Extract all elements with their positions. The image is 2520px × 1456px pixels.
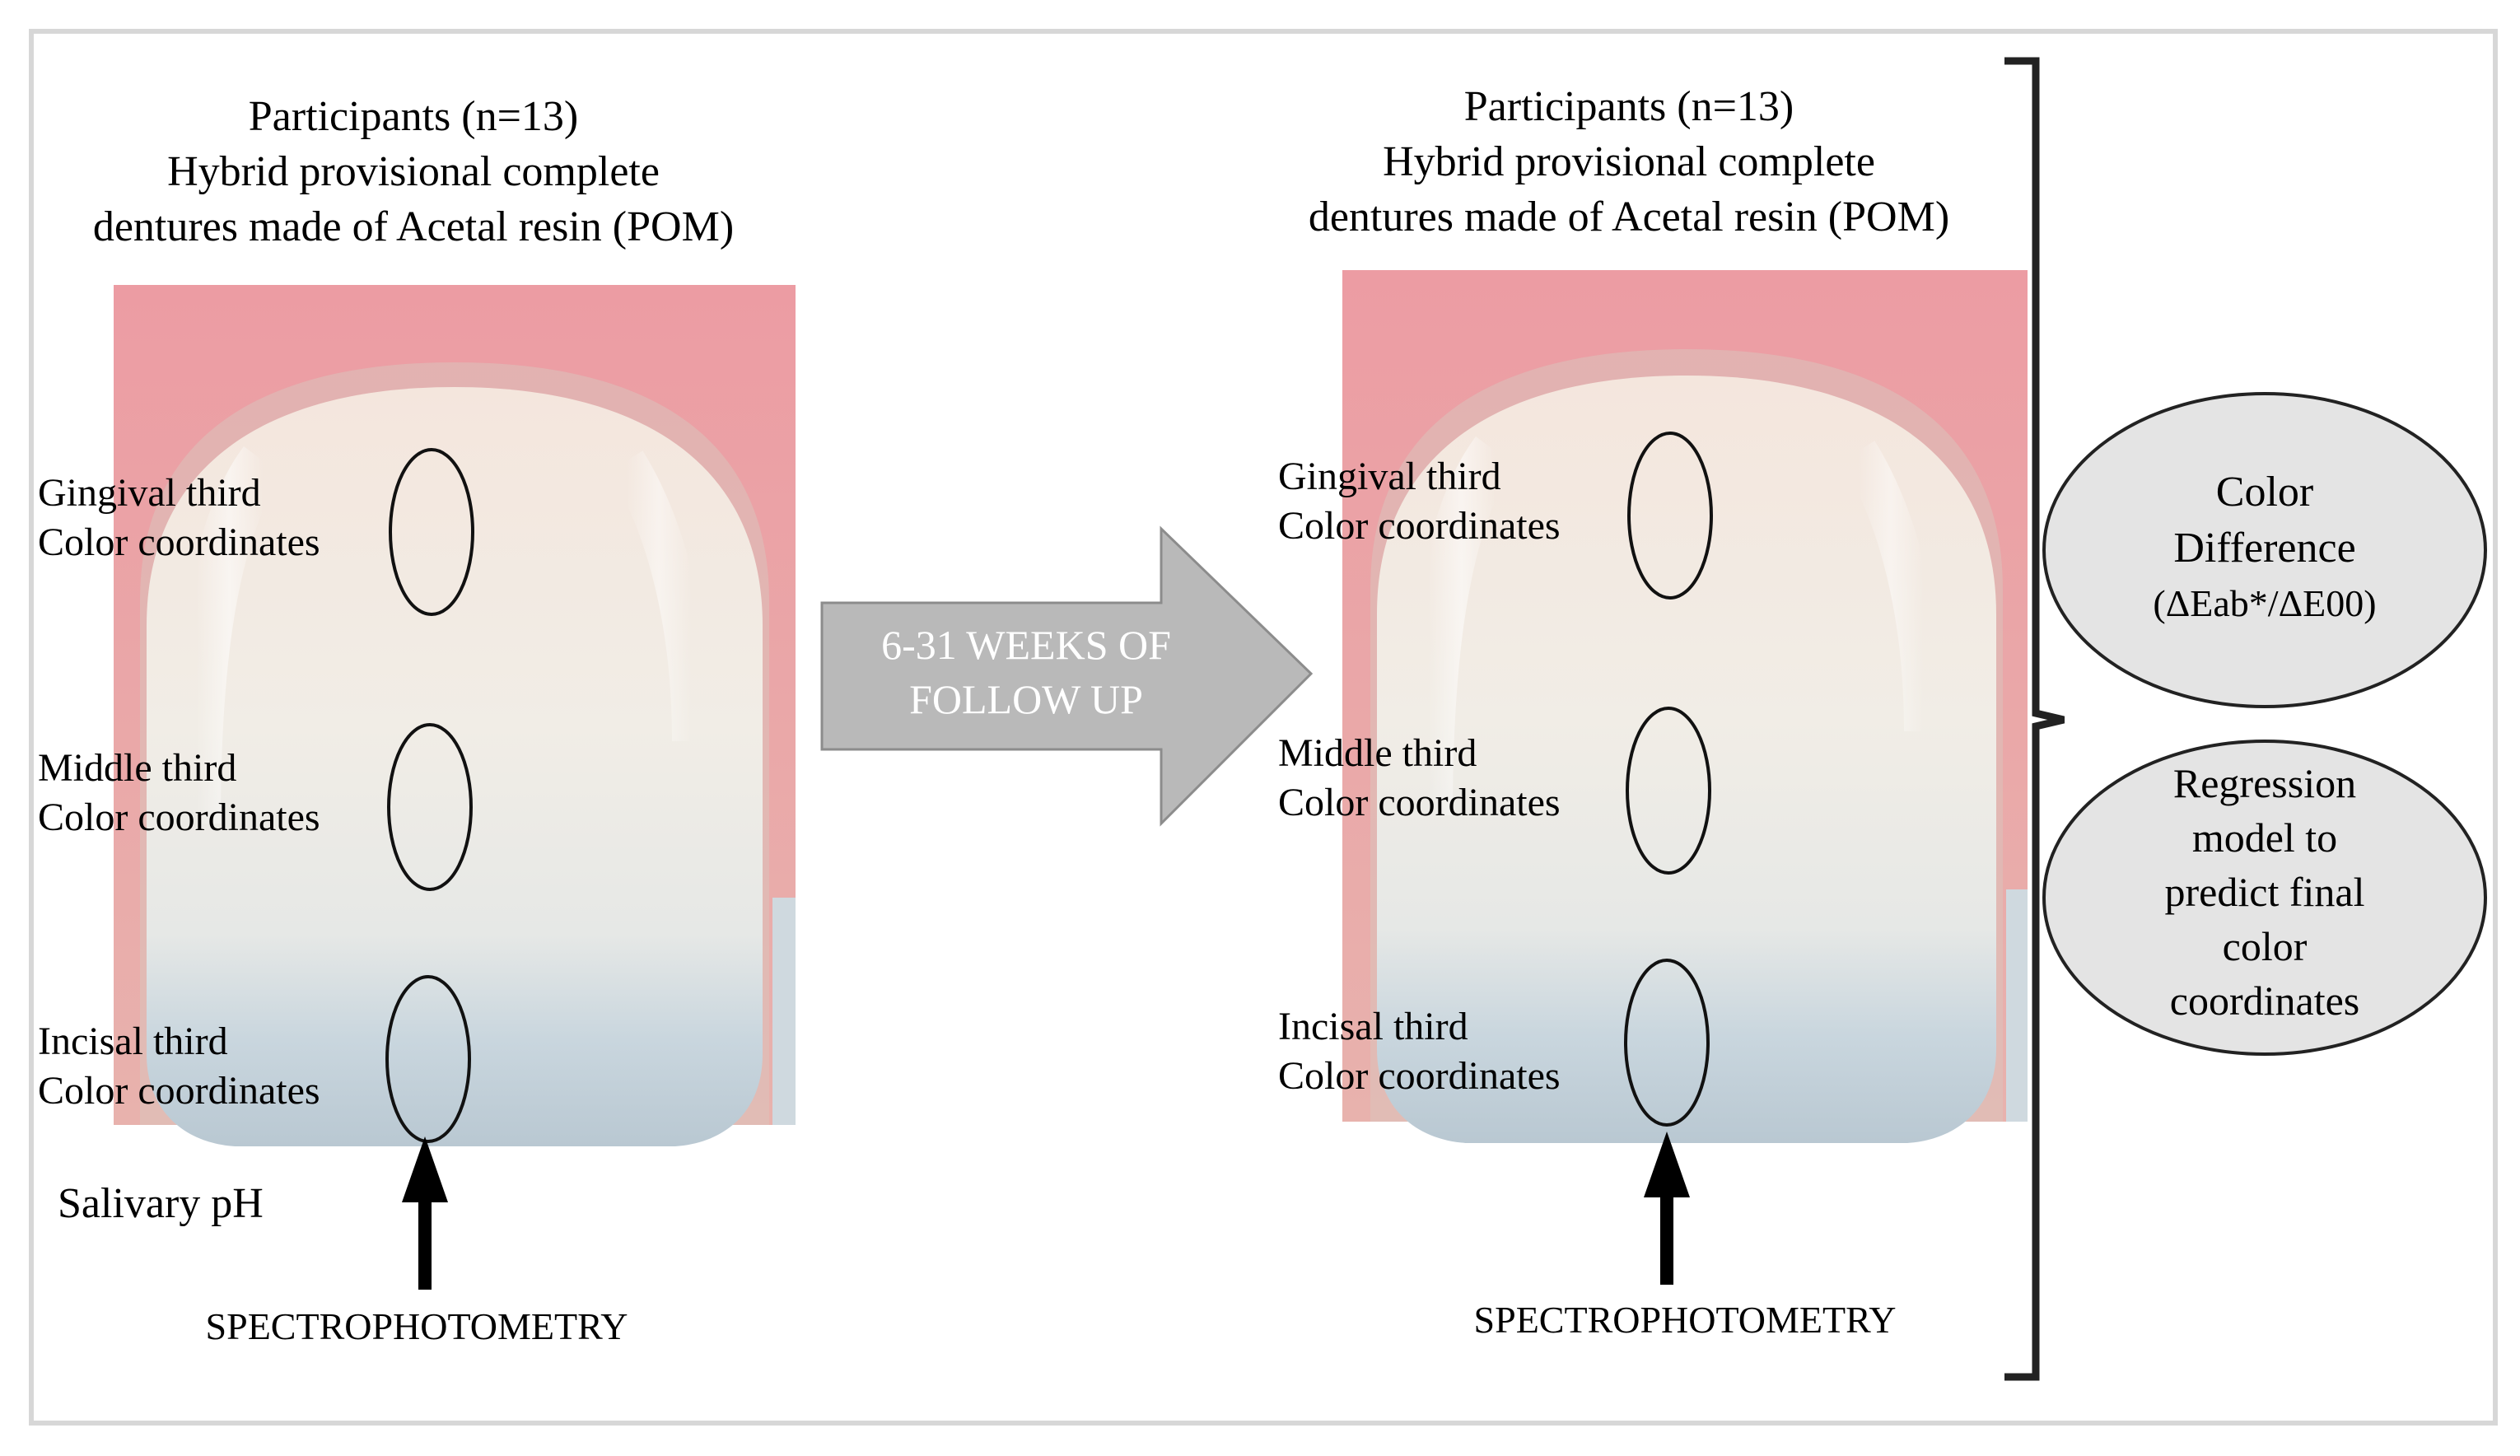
color-difference-outcome: Color Difference (ΔEab*/ΔE00)	[2042, 392, 2487, 708]
regression-line-4: color	[2223, 923, 2308, 969]
baseline-header-line-2: Hybrid provisional complete	[167, 148, 660, 195]
baseline-gingival-label: Gingival third	[38, 471, 261, 515]
followup-incisal-ellipse	[1624, 959, 1710, 1127]
followup-header-line-1: Participants (n=13)	[1464, 83, 1794, 130]
follow-up-line-1: 6-31 WEEKS OF	[881, 622, 1171, 668]
regression-model-outcome: Regression model to predict final color …	[2042, 740, 2487, 1056]
followup-incisal-sub: Color coordinates	[1278, 1054, 1561, 1098]
baseline-header-line-3: dentures made of Acetal resin (POM)	[93, 203, 734, 250]
baseline-middle-ellipse	[387, 723, 473, 891]
color-difference-line-1: Color	[2216, 469, 2313, 516]
baseline-incisal-sub: Color coordinates	[38, 1069, 320, 1113]
followup-middle-label: Middle third	[1278, 731, 1477, 775]
baseline-tooth-photo	[114, 285, 796, 1146]
followup-gingival-sub: Color coordinates	[1278, 504, 1561, 548]
salivary-ph-label: Salivary pH	[58, 1180, 264, 1227]
baseline-incisal-label: Incisal third	[38, 1020, 228, 1063]
baseline-up-arrow-head	[402, 1136, 448, 1202]
follow-up-line-2: FOLLOW UP	[909, 676, 1143, 722]
followup-header-line-2: Hybrid provisional complete	[1383, 138, 1875, 185]
regression-line-1: Regression	[2173, 760, 2356, 806]
followup-middle-sub: Color coordinates	[1278, 781, 1561, 824]
followup-gingival-ellipse	[1627, 432, 1713, 600]
baseline-gingival-sub: Color coordinates	[38, 520, 320, 564]
regression-line-3: predict final	[2165, 869, 2365, 915]
color-difference-line-2: Difference	[2173, 525, 2355, 572]
followup-up-arrow-head	[1644, 1132, 1690, 1197]
baseline-header-line-1: Participants (n=13)	[249, 93, 578, 140]
figure-frame	[29, 29, 2498, 1426]
followup-gingival-label: Gingival third	[1278, 455, 1501, 498]
right-bracket	[2004, 57, 2065, 1381]
baseline-method-label: SPECTROPHOTOMETRY	[206, 1305, 628, 1347]
baseline-middle-label: Middle third	[38, 746, 236, 790]
followup-tooth-photo	[1342, 270, 2028, 1143]
baseline-panel: Participants (n=13) Hybrid provisional c…	[38, 93, 796, 1347]
baseline-gingival-ellipse	[389, 448, 474, 616]
followup-method-label: SPECTROPHOTOMETRY	[1474, 1299, 1897, 1341]
color-difference-line-3: (ΔEab*/ΔE00)	[2153, 582, 2376, 624]
regression-line-2: model to	[2192, 814, 2337, 861]
baseline-incisal-ellipse	[385, 975, 471, 1143]
followup-middle-ellipse	[1626, 707, 1711, 875]
followup-incisal-label: Incisal third	[1278, 1005, 1468, 1048]
follow-up-arrow: 6-31 WEEKS OF FOLLOW UP	[820, 525, 1314, 827]
followup-panel: Participants (n=13) Hybrid provisional c…	[1278, 83, 2028, 1341]
regression-line-5: coordinates	[2170, 978, 2359, 1024]
baseline-middle-sub: Color coordinates	[38, 796, 320, 839]
followup-header-line-3: dentures made of Acetal resin (POM)	[1309, 194, 1949, 240]
